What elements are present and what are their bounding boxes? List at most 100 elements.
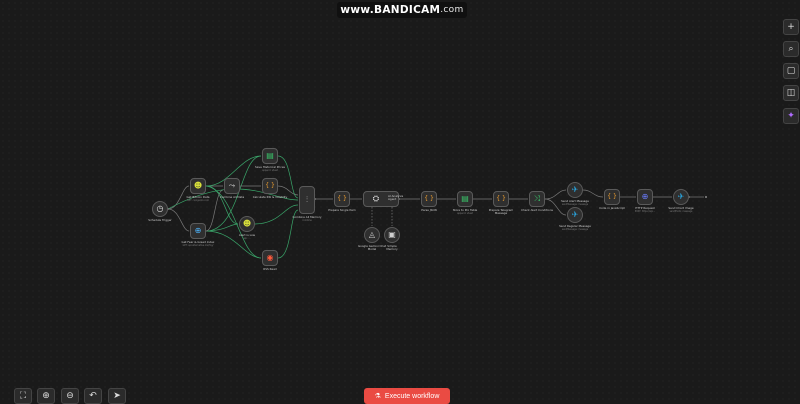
panel-icon: ◫ <box>786 88 796 98</box>
rss-icon: ◉ <box>266 253 274 262</box>
node-send-chart-image[interactable]: ✈ <box>673 189 689 205</box>
telegram-icon: ✈ <box>571 210 579 219</box>
database-icon: ▣ <box>388 230 396 239</box>
node-label: Save Historical Prices <box>254 165 286 169</box>
gemini-icon: ◬ <box>368 230 376 239</box>
node-check-alert-conditions[interactable]: ⤨ <box>529 191 545 207</box>
node-label: AI Analysis Agent <box>388 194 404 202</box>
edge <box>205 230 262 259</box>
plus-icon: + <box>787 22 795 32</box>
sparkle-icon: ✦ <box>787 111 795 121</box>
node-combine-all-data[interactable]: ⤳ <box>224 178 240 194</box>
node-subtitle: POST: https://api... <box>634 209 656 213</box>
node-label: Send Regular Message <box>559 224 591 228</box>
node-simple-memory[interactable]: ▣ <box>384 227 400 243</box>
node-subtitle: api: ... <box>243 236 251 240</box>
globe-icon: ⊕ <box>194 226 202 235</box>
merge-icon: ⫶ <box>306 195 308 204</box>
coingecko-icon: ☻ <box>242 219 252 228</box>
node-label: Calculate RSI & Volatility <box>252 195 288 199</box>
code-braces-icon: { } <box>265 182 275 189</box>
edge <box>544 198 567 216</box>
edge <box>205 155 262 232</box>
node-code-in-javascript[interactable]: { } <box>604 189 620 205</box>
node-label: Schedule Trigger <box>148 218 172 222</box>
node-fear-greed-index[interactable]: ⊕ <box>190 223 206 239</box>
node-label: Store to Pro Table <box>452 208 478 212</box>
ai-assistant-button[interactable]: ✦ <box>783 108 799 124</box>
code-braces-icon: { } <box>337 195 347 202</box>
watermark-main: www.BANDICAM <box>340 4 441 16</box>
node-subtitle: GET: coingecko.com <box>187 198 209 202</box>
node-send-alert-message[interactable]: ✈ <box>567 182 583 198</box>
node-label: RSS Read <box>263 267 277 271</box>
code-braces-icon: { } <box>496 195 506 202</box>
edge <box>205 185 262 259</box>
node-get-bitcoin-data[interactable]: ☻ <box>190 178 206 194</box>
coingecko-icon: ☻ <box>193 181 203 190</box>
pointer-icon: ➤ <box>113 391 121 401</box>
node-prepare-telegram-message[interactable]: { } <box>493 191 509 207</box>
node-rss-read[interactable]: ◉ <box>262 250 278 266</box>
robot-icon: ⛭ <box>372 194 380 203</box>
telegram-icon: ✈ <box>677 192 685 201</box>
node-label: Get Bitcoin Data <box>186 195 210 199</box>
execute-workflow-button[interactable]: ⚗ Execute workflow <box>364 388 450 404</box>
undo-button[interactable]: ↶ <box>84 388 102 404</box>
undo-icon: ↶ <box>89 391 97 401</box>
node-label: Combine All Data <box>219 195 245 199</box>
globe-icon: ⊕ <box>641 192 649 201</box>
edge <box>205 155 262 187</box>
node-combine-all-memory[interactable]: ⫶ <box>299 186 315 214</box>
node-label: Send Chart Image <box>668 206 694 210</box>
add-node-button[interactable]: + <box>783 19 799 35</box>
clock-icon: ◷ <box>156 204 164 213</box>
node-label: Alert is Low <box>238 233 256 237</box>
edge <box>254 204 299 225</box>
node-subtitle: sendPhoto: message <box>669 209 693 213</box>
code-braces-icon: { } <box>424 195 434 202</box>
node-calculate-rsi[interactable]: { } <box>262 178 278 194</box>
node-schedule-trigger[interactable]: ◷ <box>152 201 168 217</box>
edge <box>205 189 224 232</box>
node-store-to-pro-table[interactable]: ▤ <box>457 191 473 207</box>
telegram-icon: ✈ <box>571 185 579 194</box>
sheets-icon: ▤ <box>266 151 274 160</box>
edge <box>167 188 299 210</box>
node-subtitle: combine <box>302 218 312 222</box>
zoom-in-button[interactable]: ⊕ <box>37 388 55 404</box>
edge <box>277 185 299 196</box>
node-subtitle: sendMessage: message <box>561 227 589 231</box>
node-http-request[interactable]: ⊕ <box>637 189 653 205</box>
edge <box>167 208 190 232</box>
toggle-panel-button[interactable]: ◫ <box>783 85 799 101</box>
edge <box>277 209 299 259</box>
recorder-watermark: www.BANDICAM.com <box>337 2 467 18</box>
add-sticky-note-button[interactable]: ▢ <box>783 63 799 79</box>
node-alert-is-low[interactable]: ☻ <box>239 216 255 232</box>
node-label: Send Alert Message <box>561 199 589 203</box>
search-nodes-button[interactable]: ⌕ <box>783 41 799 57</box>
fit-view-icon: ⛶ <box>19 391 27 401</box>
node-send-regular-message[interactable]: ✈ <box>567 207 583 223</box>
node-subtitle: append: sheet <box>457 211 473 215</box>
node-label: Combine All Memory <box>292 215 322 219</box>
node-parse-json[interactable]: { } <box>421 191 437 207</box>
node-prepare-single-item[interactable]: { } <box>334 191 350 207</box>
node-label: Parse JSON <box>421 208 437 212</box>
execute-workflow-label: Execute workflow <box>384 392 440 400</box>
node-label: Get Fear & Greed Index <box>181 240 215 244</box>
node-label: Prepare Telegram Message <box>488 208 514 216</box>
node-ai-analysis-agent[interactable]: ⛭ <box>363 191 399 207</box>
node-gemini-chat-model[interactable]: ◬ <box>364 227 380 243</box>
node-label: Code in JavaScript <box>599 206 625 210</box>
flask-icon: ⚗ <box>374 392 381 400</box>
zoom-out-icon: ⊖ <box>66 391 74 401</box>
edge <box>167 185 190 210</box>
handle <box>705 196 707 198</box>
node-save-historical-prices[interactable]: ▤ <box>262 148 278 164</box>
watermark-suffix: .com <box>440 5 464 15</box>
zoom-in-icon: ⊕ <box>42 391 50 401</box>
node-label: HTTP Request <box>635 206 655 210</box>
